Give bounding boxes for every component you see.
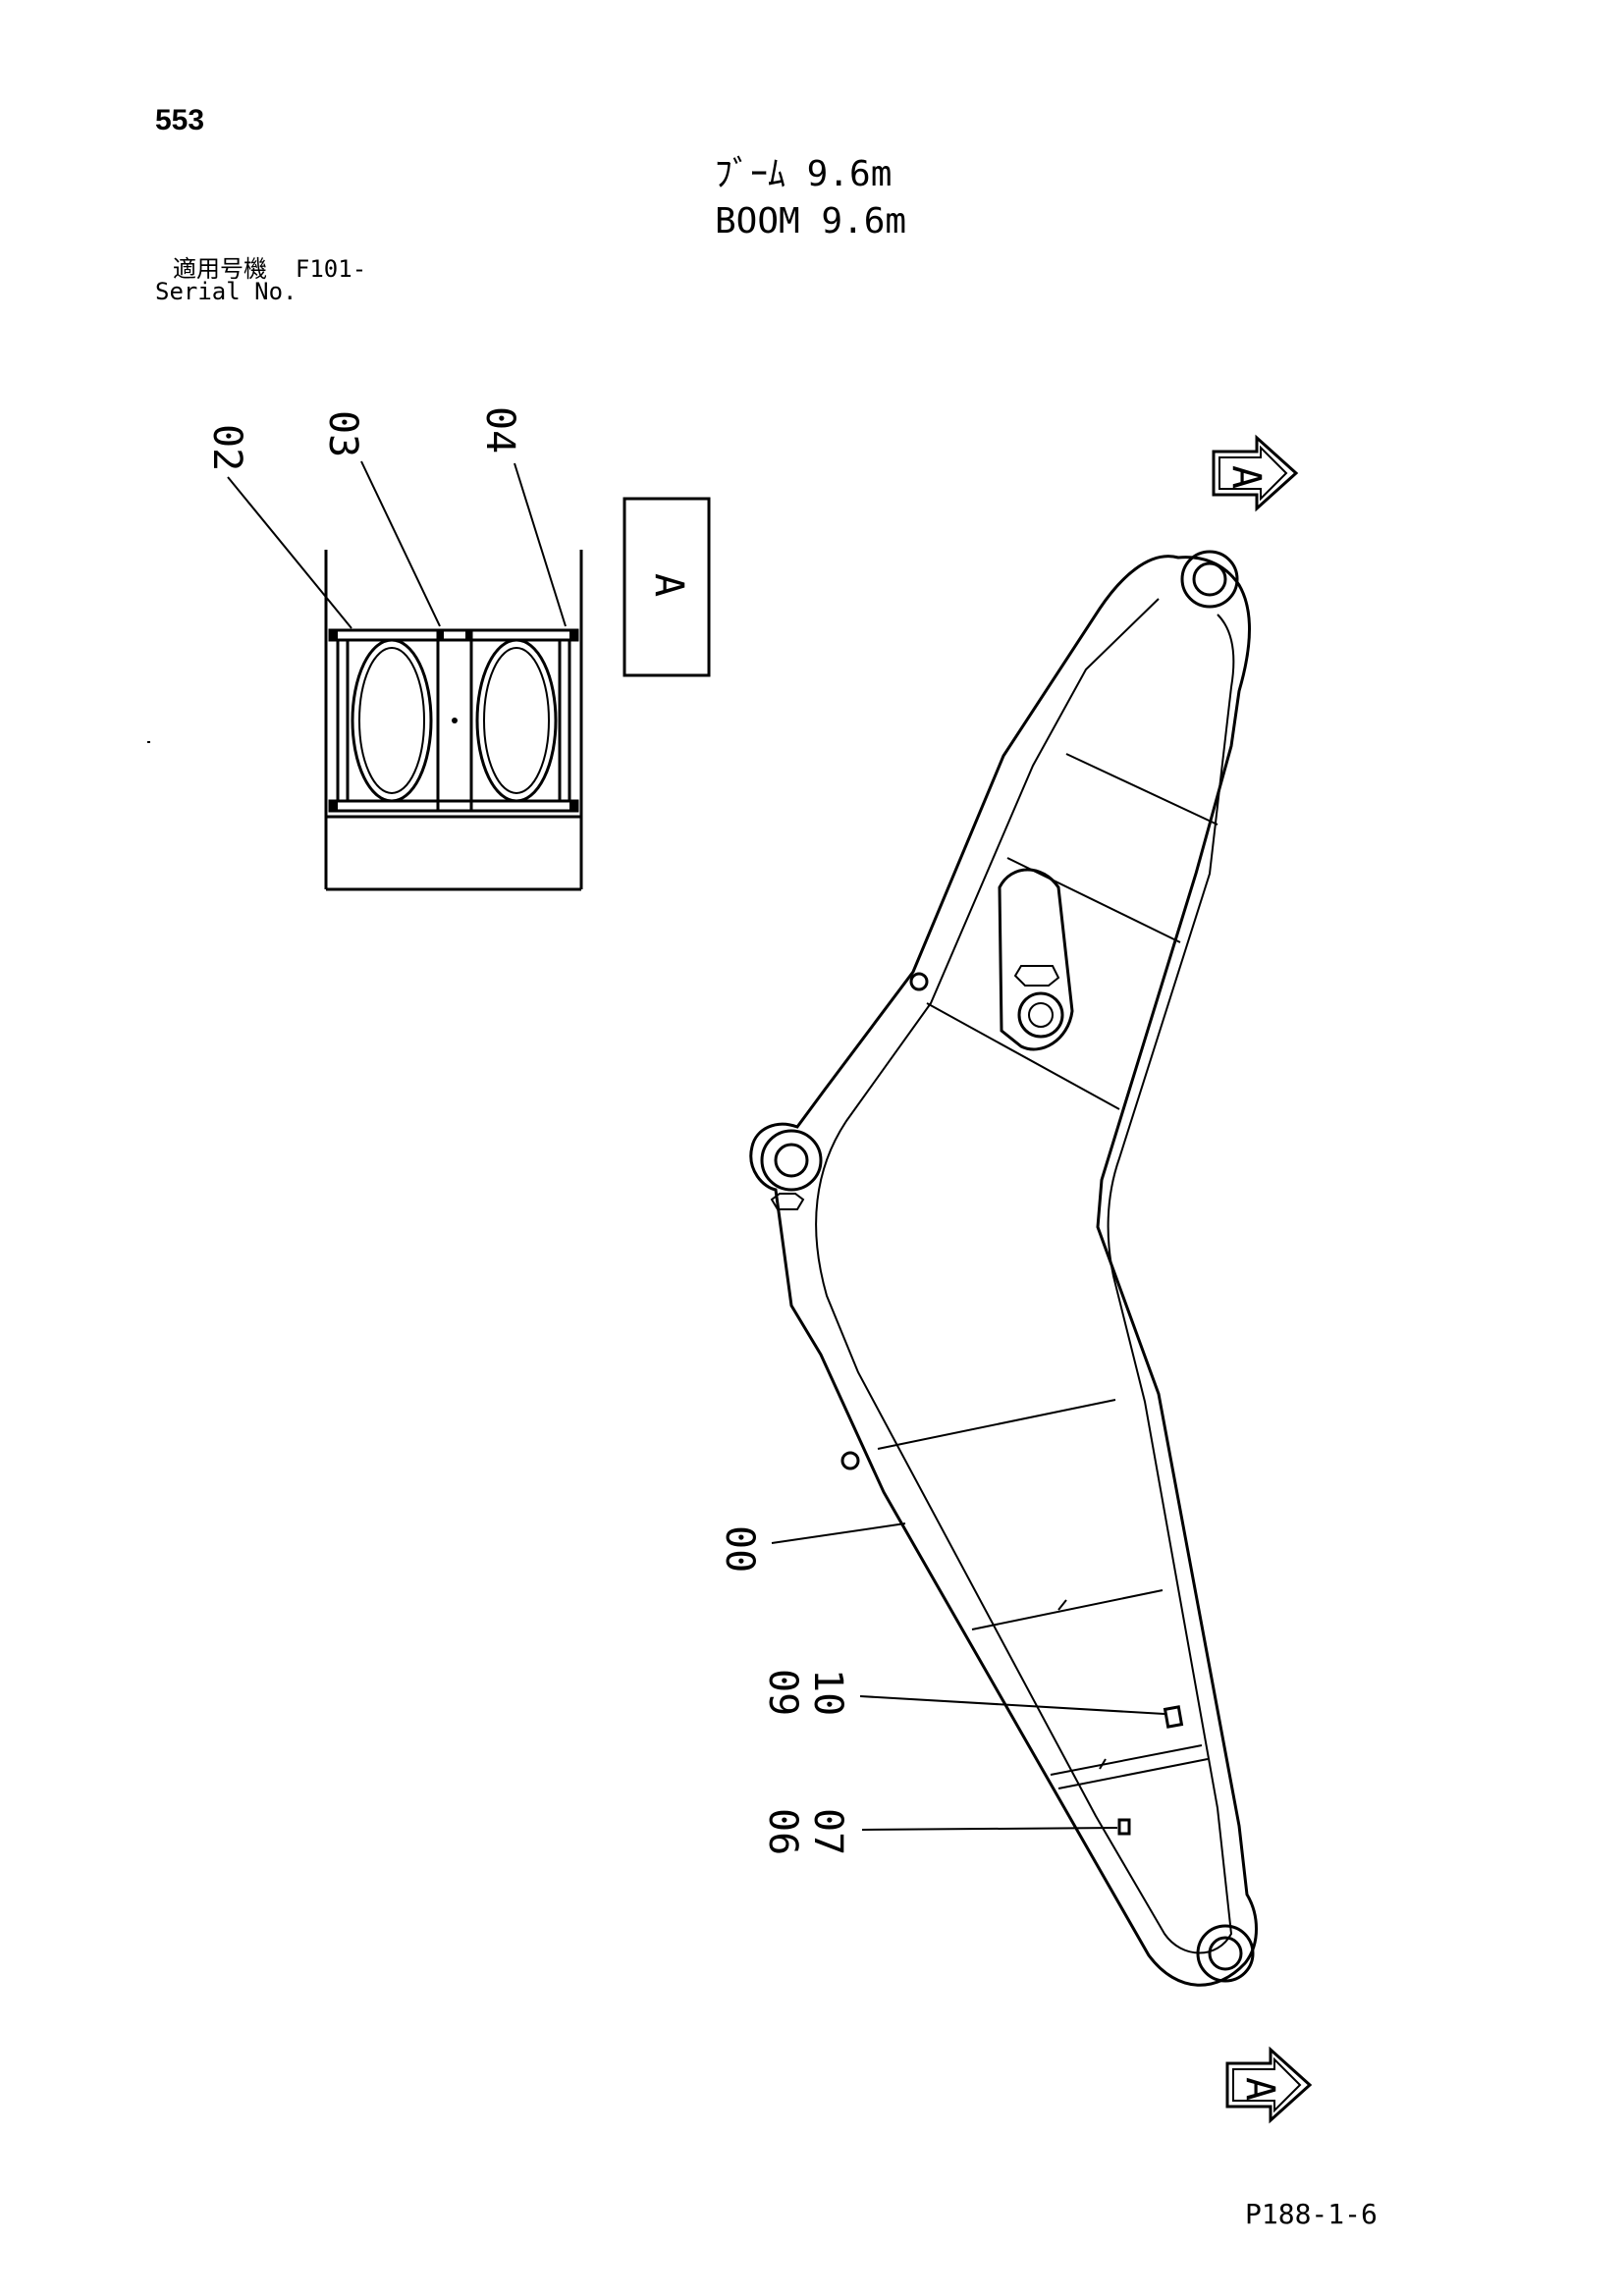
callout-00: 00 xyxy=(717,1525,762,1573)
view-a-box-label: A xyxy=(646,573,691,597)
callout-09: 09 xyxy=(760,1669,805,1716)
page-number: 553 xyxy=(155,104,205,136)
callout-10: 10 xyxy=(805,1669,850,1716)
section-view-a xyxy=(147,460,583,891)
callout-04: 04 xyxy=(477,406,522,454)
view-arrow-bottom-label: A xyxy=(1237,2077,1282,2101)
view-arrow-bottom: A xyxy=(1225,2046,1313,2124)
callout-02: 02 xyxy=(204,424,249,471)
serial-value: F101- xyxy=(295,255,367,283)
callout-07: 07 xyxy=(805,1808,850,1855)
view-a-box xyxy=(623,497,711,677)
callout-03: 03 xyxy=(320,410,365,457)
view-arrow-top: A xyxy=(1212,434,1299,512)
drawing-code: P188-1-6 xyxy=(1245,2198,1378,2230)
boom-body xyxy=(749,550,1258,1987)
serial-label-english: Serial No. xyxy=(155,278,298,305)
title-english: BOOM 9.6m xyxy=(715,201,907,241)
title-japanese: ﾌﾞｰﾑ 9.6m xyxy=(715,154,893,194)
serial-label-japanese: 適用号機 F101- xyxy=(173,257,366,281)
serial-label-jp-text: 適用号機 xyxy=(173,255,267,283)
view-arrow-top-label: A xyxy=(1223,465,1269,489)
callout-06: 06 xyxy=(760,1808,805,1855)
